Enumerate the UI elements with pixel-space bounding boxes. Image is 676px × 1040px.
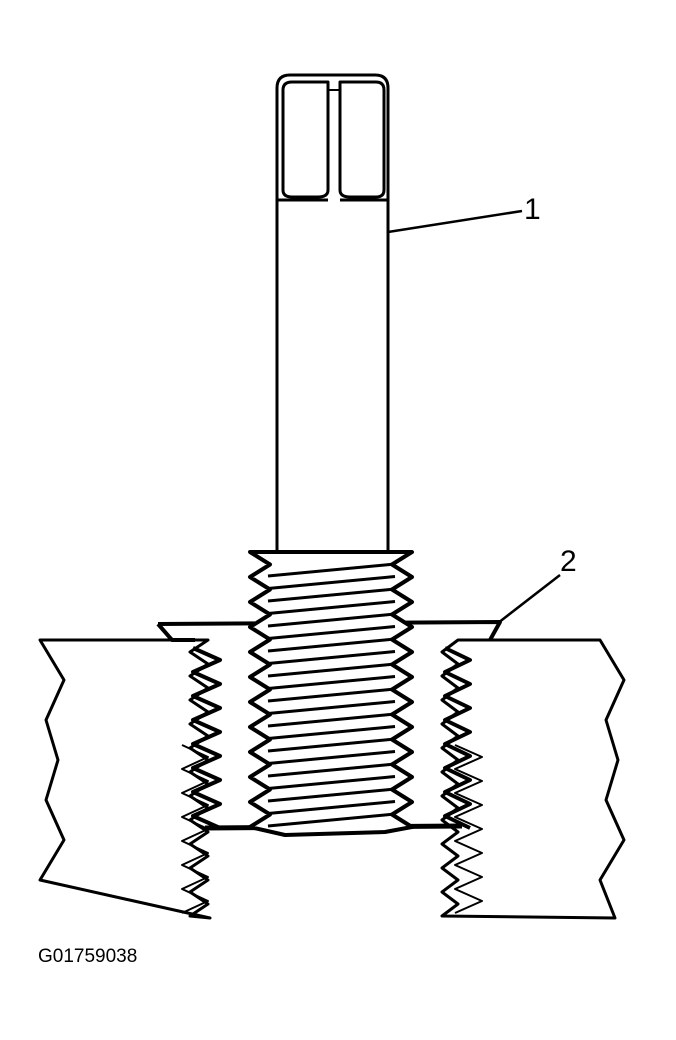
callout-2-label: 2 [560,545,577,578]
tap-thread-line [267,562,396,578]
tap-thread-lines [267,562,396,828]
tap-thread-line [267,637,396,653]
tap-thread-line [267,812,396,828]
tap-shank [275,73,390,560]
workpiece-right-block [440,638,626,920]
tap-thread-line [267,737,396,753]
callout-1-label: 1 [524,193,541,226]
hole-thread-left [181,744,209,914]
tap-thread-line [267,662,396,678]
insert-thread-left [191,646,222,830]
tap-thread-line [267,587,396,603]
tap-thread-line [267,650,396,665]
tap-thread-line [267,612,396,628]
callout-1-leader [387,209,523,234]
tap-thread-line [267,675,396,690]
tap-thread-line [267,762,396,778]
workpiece-left-block [38,638,212,920]
tap-thread-line [267,725,396,740]
callout-2-leader [497,574,561,624]
hole-thread-right [454,744,483,914]
insert-thread-right [443,646,472,830]
tap-thread-line [267,775,396,790]
tap-square-right [338,80,386,199]
tap-thread-line [267,625,396,640]
figure-code: G01759038 [38,946,138,967]
tap-thread-line [267,600,396,615]
tap-thread-line [267,575,396,590]
tap-thread-line [267,700,396,715]
tap-thread-line [267,712,396,728]
tap-thread-line [267,787,396,803]
tap-thread-line [267,687,396,703]
tap-thread-line [267,800,396,815]
tap-thread-line [267,750,396,765]
tap-square-left [281,80,330,199]
